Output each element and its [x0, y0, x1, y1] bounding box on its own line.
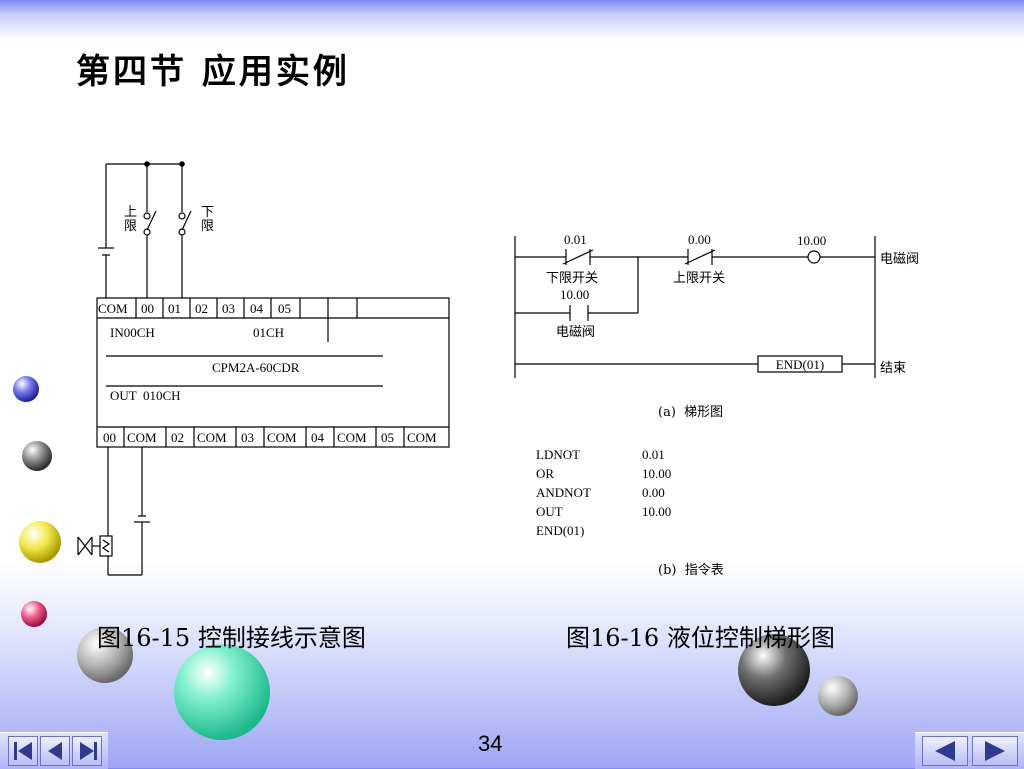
decor-sphere-pink: [21, 601, 47, 627]
instruction-op: END(01): [536, 523, 585, 538]
coil-label: 电磁阀: [880, 252, 920, 267]
instruction-caption: (b) 指令表: [658, 563, 724, 578]
ladder-diagram: [514, 236, 876, 378]
out-terminal-03: 03: [241, 430, 254, 445]
out-terminal-com2: COM: [197, 430, 227, 445]
upper-limit-char2: 限: [124, 219, 138, 234]
figure-16-caption: 图16-16 液位控制梯形图: [566, 624, 835, 652]
prev-slide-button[interactable]: [40, 736, 70, 766]
instruction-row: OR 10.00: [536, 464, 671, 483]
instruction-list: LDNOT 0.01 OR 10.00 ANDNOT 0.00 OUT 10.00 EN…: [536, 445, 671, 540]
terminal-00: 00: [141, 301, 154, 316]
decor-sphere-small: [818, 676, 858, 716]
out-terminal-com1: COM: [127, 430, 157, 445]
decor-sphere-silver: [77, 627, 133, 683]
back-button[interactable]: [922, 736, 968, 766]
end-instruction-box: END(01): [775, 357, 825, 372]
decor-sphere-yellow: [19, 521, 61, 563]
plc-model-label: CPM2A-60CDR: [212, 360, 300, 375]
out-channel-label: OUT 010CH: [110, 388, 181, 403]
terminal-com: COM: [98, 301, 128, 316]
terminal-04: 04: [250, 301, 263, 316]
out-terminal-00: 00: [103, 430, 116, 445]
contact1-address: 0.01: [564, 232, 587, 247]
contact2-address: 0.00: [688, 232, 711, 247]
back-arrow-icon: [935, 741, 955, 761]
forward-arrow-icon: [985, 741, 1005, 761]
terminal-02: 02: [195, 301, 208, 316]
page-number: 34: [478, 731, 503, 756]
in-channel2-label: 01CH: [253, 325, 285, 340]
decor-sphere-teal: [174, 644, 270, 740]
end-label: 结束: [880, 361, 907, 376]
prev-arrow-icon: [48, 742, 62, 760]
contact1-label: 下限开关: [546, 271, 599, 286]
ladder-caption: (a) 梯形图: [658, 405, 724, 420]
next-arrow-icon: [80, 742, 97, 760]
out-terminal-04: 04: [311, 430, 324, 445]
in-channel-label: IN00CH: [110, 325, 155, 340]
instruction-op: ANDNOT: [536, 485, 591, 500]
out-terminal-com3: COM: [267, 430, 297, 445]
figure-15-caption: 图16-15 控制接线示意图: [97, 624, 366, 652]
terminal-01: 01: [168, 301, 181, 316]
decor-sphere-gray: [22, 441, 52, 471]
contact2-label: 上限开关: [673, 271, 726, 286]
decor-sphere-blue: [13, 376, 39, 402]
out-terminal-com4: COM: [337, 430, 367, 445]
instruction-row: ANDNOT 0.00: [536, 483, 671, 502]
out-terminal-05: 05: [381, 430, 394, 445]
instruction-row: LDNOT 0.01: [536, 445, 671, 464]
upper-limit-char1: 上: [124, 205, 138, 220]
hold-contact-label: 电磁阀: [556, 325, 596, 340]
lower-limit-char2: 限: [201, 219, 215, 234]
first-slide-icon: [14, 742, 32, 760]
instruction-row: END(01): [536, 521, 671, 540]
instruction-op: OR: [536, 466, 555, 481]
instruction-arg: 10.00: [642, 466, 672, 481]
instruction-op: OUT: [536, 504, 563, 519]
first-slide-button[interactable]: [8, 736, 38, 766]
instruction-arg: 10.00: [642, 504, 672, 519]
out-terminal-com5: COM: [407, 430, 437, 445]
instruction-arg: 0.01: [642, 447, 665, 462]
decor-sphere-dark: [738, 634, 810, 706]
out-terminal-02: 02: [171, 430, 184, 445]
wiring-diagram: [77, 161, 450, 576]
lower-limit-char1: 下: [201, 205, 215, 220]
next-slide-button[interactable]: [72, 736, 102, 766]
coil-address: 10.00: [797, 233, 827, 248]
lower-limit-label: 下 限: [201, 206, 214, 234]
upper-limit-label: 上 限: [124, 206, 137, 234]
terminal-03: 03: [222, 301, 235, 316]
forward-button[interactable]: [972, 736, 1018, 766]
instruction-arg: 0.00: [642, 485, 665, 500]
instruction-row: OUT 10.00: [536, 502, 671, 521]
instruction-op: LDNOT: [536, 447, 581, 462]
terminal-05: 05: [278, 301, 291, 316]
hold-contact-address: 10.00: [560, 287, 590, 302]
page-title: 第四节 应用实例: [76, 52, 350, 92]
